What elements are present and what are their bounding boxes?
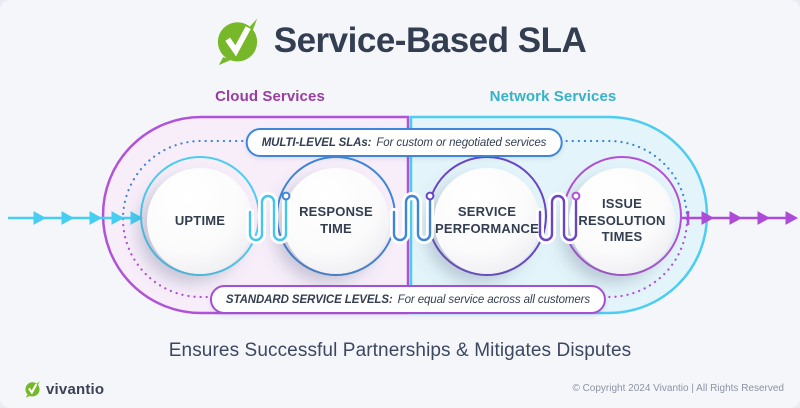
section-label-cloud: Cloud Services: [215, 88, 325, 105]
dotted-loop-top-left: [121, 139, 287, 221]
header: Service-Based SLA: [0, 16, 800, 66]
inbound-arrows: [8, 211, 144, 225]
vivantio-logo-icon: [217, 18, 257, 66]
multi-level-sla-banner: MULTI-LEVEL SLAs: For custom or negotiate…: [245, 128, 563, 157]
coil-connector-3: [538, 194, 578, 242]
banner-label: MULTI-LEVEL SLAs:: [261, 136, 372, 149]
node-label-response-time: RESPONSE TIME: [299, 204, 373, 236]
vivantio-footer-logo-icon: [25, 380, 40, 398]
coil-connector-2: [392, 194, 432, 242]
section-label-network: Network Services: [489, 88, 617, 105]
standard-service-levels-banner: STANDARD SERVICE LEVELS: For equal servic…: [209, 285, 607, 314]
service-performance-disc: [434, 168, 540, 274]
node-label-service-performance: SERVICE PERFORMANCE: [434, 204, 540, 236]
node-label-issue-resolution-times: ISSUE RESOLUTION TIMES: [578, 195, 666, 245]
banner-label: STANDARD SERVICE LEVELS:: [225, 293, 393, 306]
banner-description: For equal service across all customers: [397, 293, 591, 306]
issue-resolution-disc: [569, 168, 675, 274]
footer-brand: vivantio: [24, 380, 104, 398]
node-label-uptime: UPTIME: [174, 212, 226, 228]
page-title: Service-Based SLA: [273, 21, 587, 60]
banner-description: For custom or negotiated services: [376, 136, 547, 149]
copyright-text: © Copyright 2024 Vivantio | All Rights R…: [572, 383, 784, 394]
coil-connector-1: [248, 194, 288, 242]
response-time-disc: [283, 168, 389, 274]
subtitle: Ensures Successful Partnerships & Mitiga…: [168, 340, 632, 361]
footer-wordmark: vivantio: [46, 380, 105, 398]
uptime-disc: [147, 168, 253, 274]
outbound-arrows: [682, 211, 799, 225]
